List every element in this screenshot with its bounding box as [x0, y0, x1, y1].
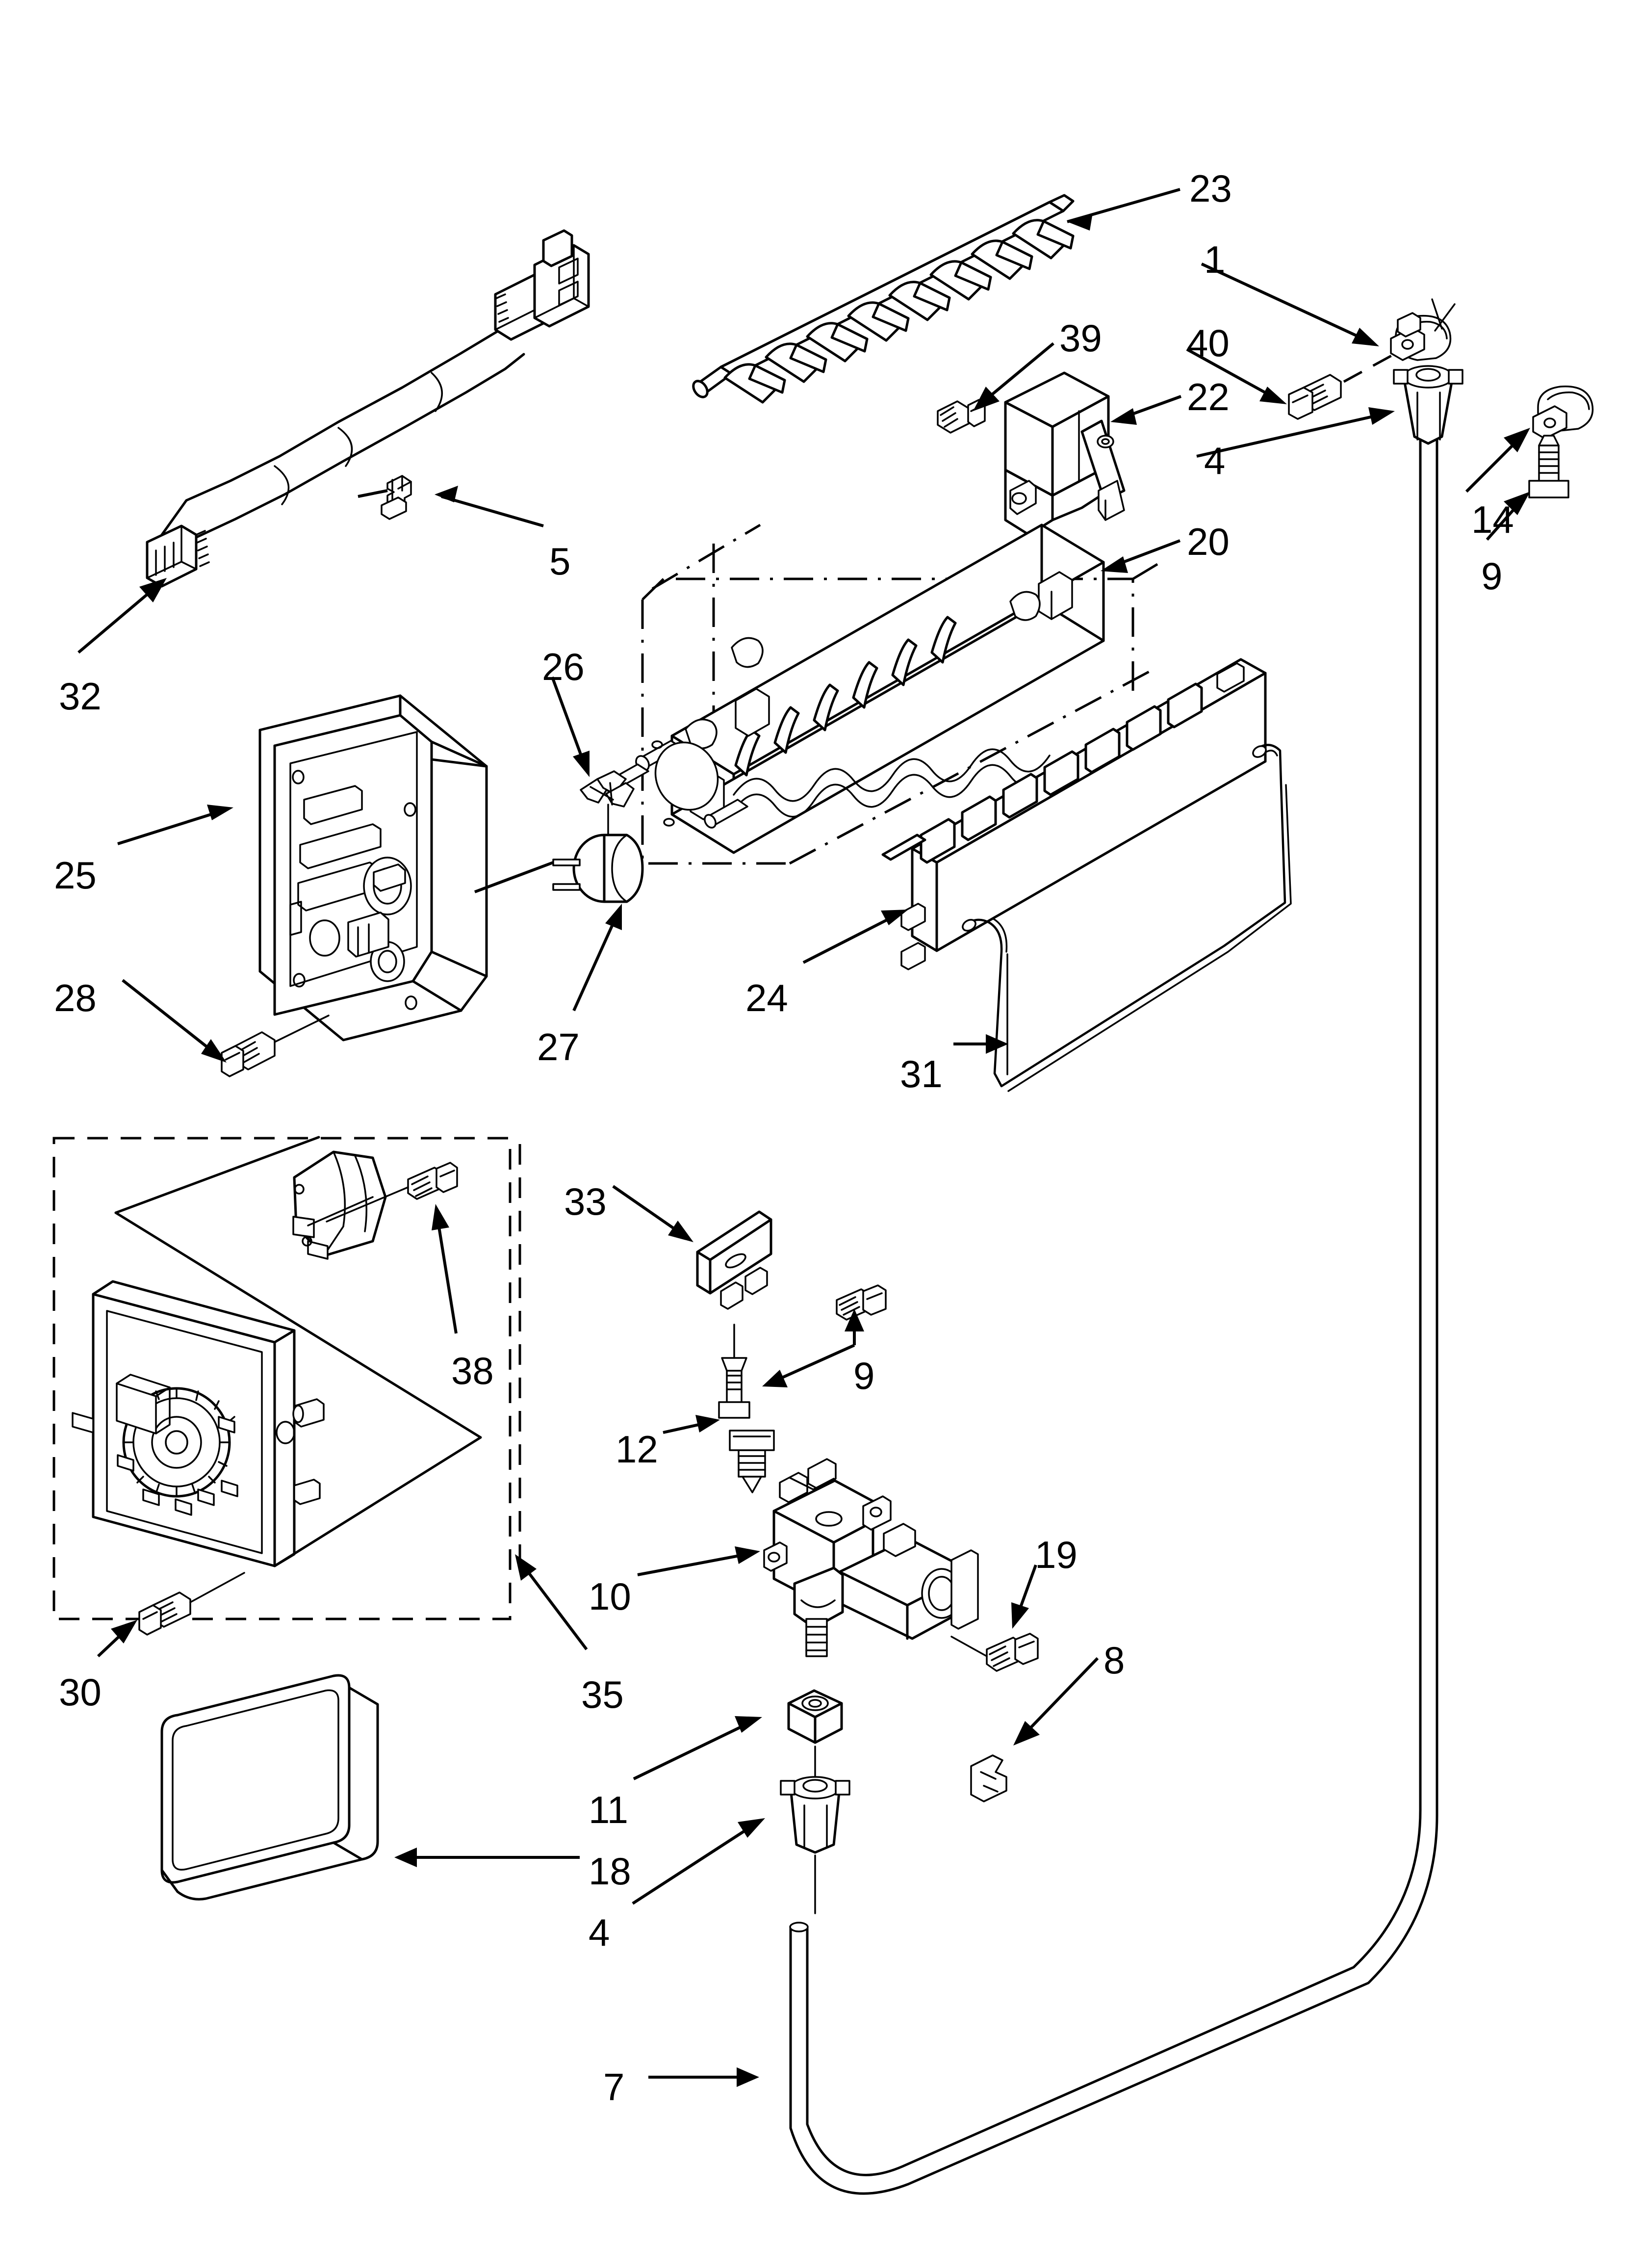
callout-20-ice-mold: 20 [1187, 520, 1230, 563]
callout-4-grommet-b: 4 [589, 1911, 610, 1954]
part-23-ice-ejector-blade [692, 194, 1075, 404]
callout-5-wire-clip: 5 [549, 540, 571, 583]
callout-31-shutoff-arm: 31 [900, 1052, 943, 1095]
callout-23-ejector-blade: 23 [1189, 167, 1232, 210]
part-40-screw [1288, 351, 1399, 420]
callout-8-tube-clip: 8 [1103, 1639, 1125, 1682]
part-12-screw [729, 1430, 775, 1493]
callout-35-icemaker-assembly: 35 [581, 1673, 624, 1716]
part-14-tube-clamp [1532, 385, 1594, 440]
part-25-module-housing [258, 694, 488, 1042]
callout-9-screw-b: 9 [853, 1354, 875, 1397]
callout-4-water-tube-grommet: 4 [1204, 439, 1226, 482]
callout-1-water-tube-clamp: 1 [1204, 238, 1226, 281]
callout-40-screw: 40 [1187, 321, 1230, 365]
callout-18-insulation-seal: 18 [589, 1850, 631, 1893]
part-22-water-fill-cup [1004, 371, 1126, 536]
part-1-water-tube-clamp [1390, 298, 1456, 361]
callout-14-tube-clamp: 14 [1471, 498, 1514, 541]
callout-30-screw: 30 [59, 1670, 102, 1714]
part-39-screw [937, 399, 986, 434]
leader-lines [77, 188, 1530, 2087]
callout-7-water-tube: 7 [603, 2065, 625, 2109]
part-24-ice-stripper [881, 658, 1267, 970]
callout-38-module-assembly: 38 [451, 1349, 494, 1392]
part-10-water-inlet-valve [763, 1458, 979, 1657]
part-27-thermostat [474, 804, 644, 903]
callout-10-water-valve: 10 [589, 1575, 631, 1618]
callout-28-screw: 28 [54, 976, 97, 1019]
callout-39-screw: 39 [1059, 316, 1102, 360]
part-9-screw-right [1528, 435, 1569, 498]
callout-33-cover: 33 [564, 1180, 607, 1223]
callout-32-wiring-harness: 32 [59, 675, 102, 718]
part-11-compression-nut [787, 1689, 843, 1744]
callout-25-module-housing: 25 [54, 854, 97, 897]
callout-26-thermostat-clip: 26 [542, 645, 585, 688]
part-4-grommet-lower [780, 1746, 850, 1914]
part-8-tube-clip [970, 1754, 1007, 1802]
part-26-thermostat-clip [580, 770, 635, 808]
part-18-insulation-seal [160, 1674, 379, 1901]
part-30-screw [138, 1572, 245, 1636]
callout-12-screw: 12 [616, 1428, 658, 1471]
callout-27-thermostat: 27 [537, 1025, 580, 1069]
callout-24-ice-stripper: 24 [745, 976, 788, 1019]
part-38-control-module [52, 1136, 512, 1620]
callout-19-screw: 19 [1035, 1533, 1078, 1576]
callout-11-nut: 11 [589, 1788, 628, 1831]
part-32-wiring-harness [146, 229, 590, 588]
part-4-grommet-upper [1393, 365, 1463, 445]
part-9-screws-cover [718, 1284, 887, 1419]
part-20-ice-mold-tray [604, 523, 1158, 865]
callout-9-screw: 9 [1481, 554, 1503, 598]
part-33-terminal-cover [696, 1210, 772, 1310]
callout-22-water-fill-cup: 22 [1187, 375, 1230, 418]
part-28-screw [221, 1015, 330, 1077]
part-31-shutoff-arm [962, 744, 1292, 1092]
part-19-screw [950, 1633, 1039, 1672]
part-5-wire-clip [358, 475, 412, 520]
